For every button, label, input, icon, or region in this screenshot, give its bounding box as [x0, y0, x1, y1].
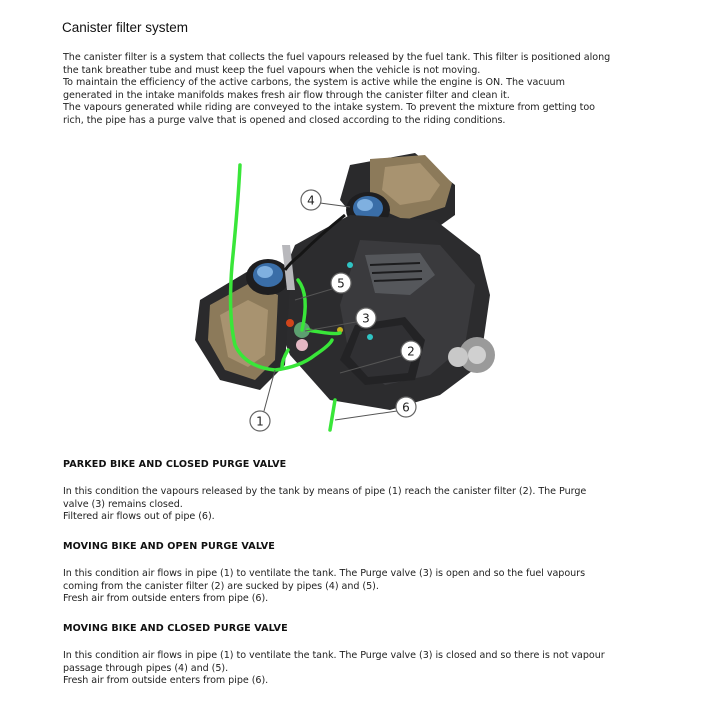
section-line: passage through pipes (4) and (5). — [63, 662, 229, 674]
page-title: Canister filter system — [62, 20, 189, 35]
section-heading: MOVING BIKE AND CLOSED PURGE VALVE — [63, 623, 288, 634]
section-paragraph: In this condition air flows in pipe (1) … — [63, 650, 673, 688]
section-line: Fresh air from outside enters from pipe … — [63, 593, 269, 605]
intro-line: rich, the pipe has a purge valve that is… — [63, 114, 506, 126]
callout-2-label: 2 — [407, 345, 415, 359]
callout-1-circle — [249, 410, 271, 432]
callout-6-circle — [395, 396, 417, 418]
intro-line: the tank breather tube and must keep the… — [63, 64, 481, 76]
intro-line: generated in the intake manifolds makes … — [63, 89, 510, 101]
section-line: In this condition air flows in pipe (1) … — [63, 568, 586, 579]
callout-4-circle — [300, 189, 322, 211]
section-line: Fresh air from outside enters from pipe … — [63, 675, 269, 687]
intro-paragraph: The canister filter is a system that col… — [63, 52, 673, 128]
callout-4-label: 4 — [307, 194, 315, 208]
section-line: In this condition the vapours released b… — [63, 486, 587, 497]
section-heading: MOVING BIKE AND OPEN PURGE VALVE — [63, 541, 275, 552]
callout-1-label: 1 — [256, 415, 264, 429]
intro-line: The canister filter is a system that col… — [63, 52, 611, 63]
section-paragraph: In this condition air flows in pipe (1) … — [63, 568, 673, 606]
engine-figure: 4 5 3 2 6 1 — [190, 145, 520, 445]
section-line: Filtered air flows out of pipe (6). — [63, 511, 215, 523]
intro-line: To maintain the efficiency of the active… — [63, 77, 565, 89]
callout-5-circle — [330, 272, 352, 294]
section-line: coming from the canister filter (2) are … — [63, 580, 379, 592]
section-heading: PARKED BIKE AND CLOSED PURGE VALVE — [63, 459, 287, 470]
section-line: In this condition air flows in pipe (1) … — [63, 650, 605, 661]
intro-line: The vapours generated while riding are c… — [63, 102, 595, 114]
callout-3-label: 3 — [362, 312, 370, 326]
callout-2-circle — [400, 340, 422, 362]
callout-6-label: 6 — [402, 401, 410, 415]
section-line: valve (3) remains closed. — [63, 498, 183, 510]
callout-3-circle — [355, 307, 377, 329]
engine-illustration — [195, 153, 495, 432]
callout-layer: 4 5 3 2 6 1 — [249, 189, 422, 432]
callout-5-label: 5 — [337, 277, 345, 291]
section-paragraph: In this condition the vapours released b… — [63, 486, 673, 524]
